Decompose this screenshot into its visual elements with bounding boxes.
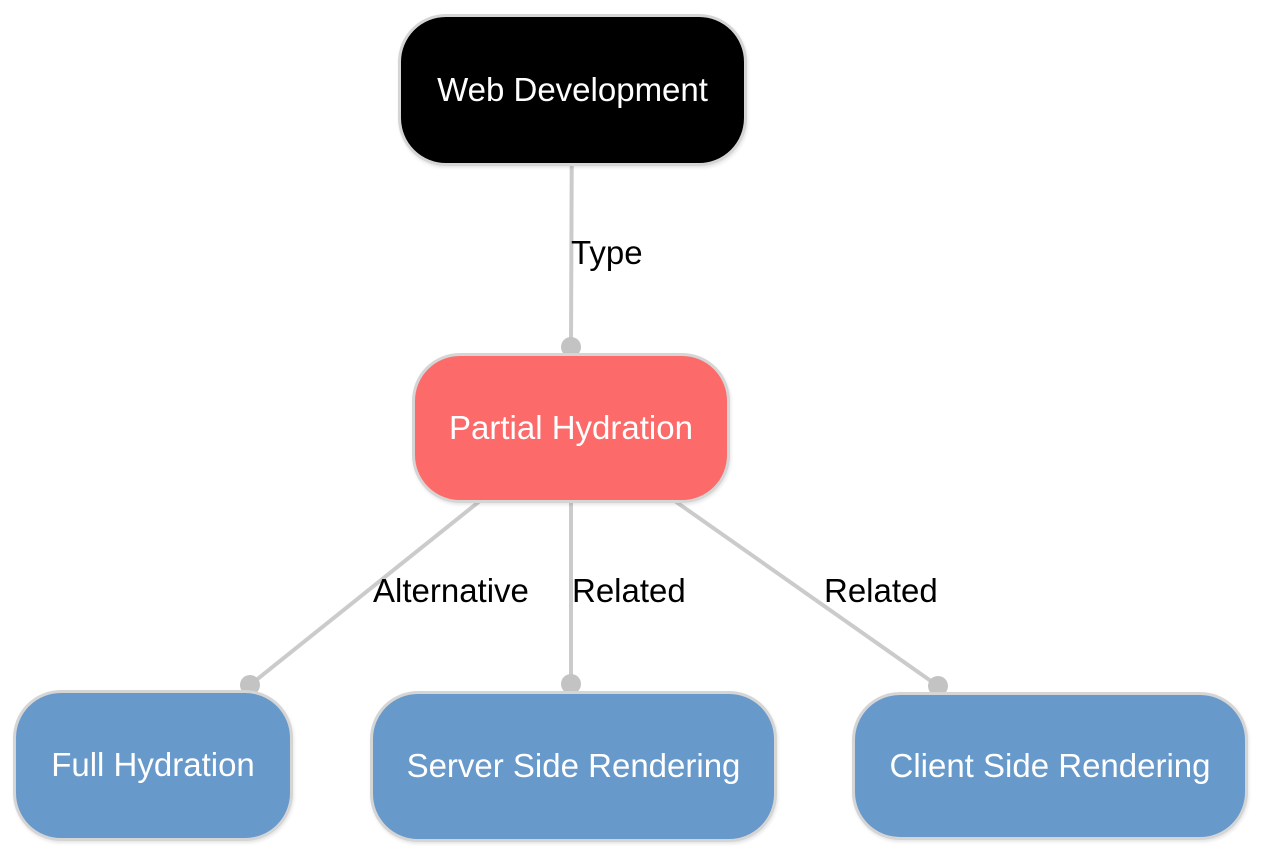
node-client-side-rendering-label: Client Side Rendering	[889, 746, 1211, 784]
node-web-development-label: Web Development	[437, 70, 708, 108]
node-client-side-rendering[interactable]: Client Side Rendering	[852, 692, 1248, 840]
node-full-hydration-label: Full Hydration	[51, 746, 255, 784]
edge-label-alternative: Alternative	[373, 572, 529, 609]
edge-label-type: Type	[571, 234, 643, 271]
node-web-development[interactable]: Web Development	[398, 14, 747, 166]
node-partial-hydration-label: Partial Hydration	[449, 408, 693, 446]
node-server-side-rendering-label: Server Side Rendering	[406, 747, 741, 785]
node-partial-hydration[interactable]: Partial Hydration	[412, 353, 730, 503]
node-server-side-rendering[interactable]: Server Side Rendering	[370, 691, 777, 842]
edge-related-ssr-endpoint-dot	[561, 674, 581, 694]
edge-type-endpoint-dot	[561, 337, 581, 357]
node-full-hydration[interactable]: Full Hydration	[13, 690, 293, 841]
edge-label-related-ssr: Related	[572, 572, 686, 609]
edge-label-related-csr: Related	[824, 572, 938, 609]
edge-related-csr-endpoint-dot	[928, 676, 948, 696]
